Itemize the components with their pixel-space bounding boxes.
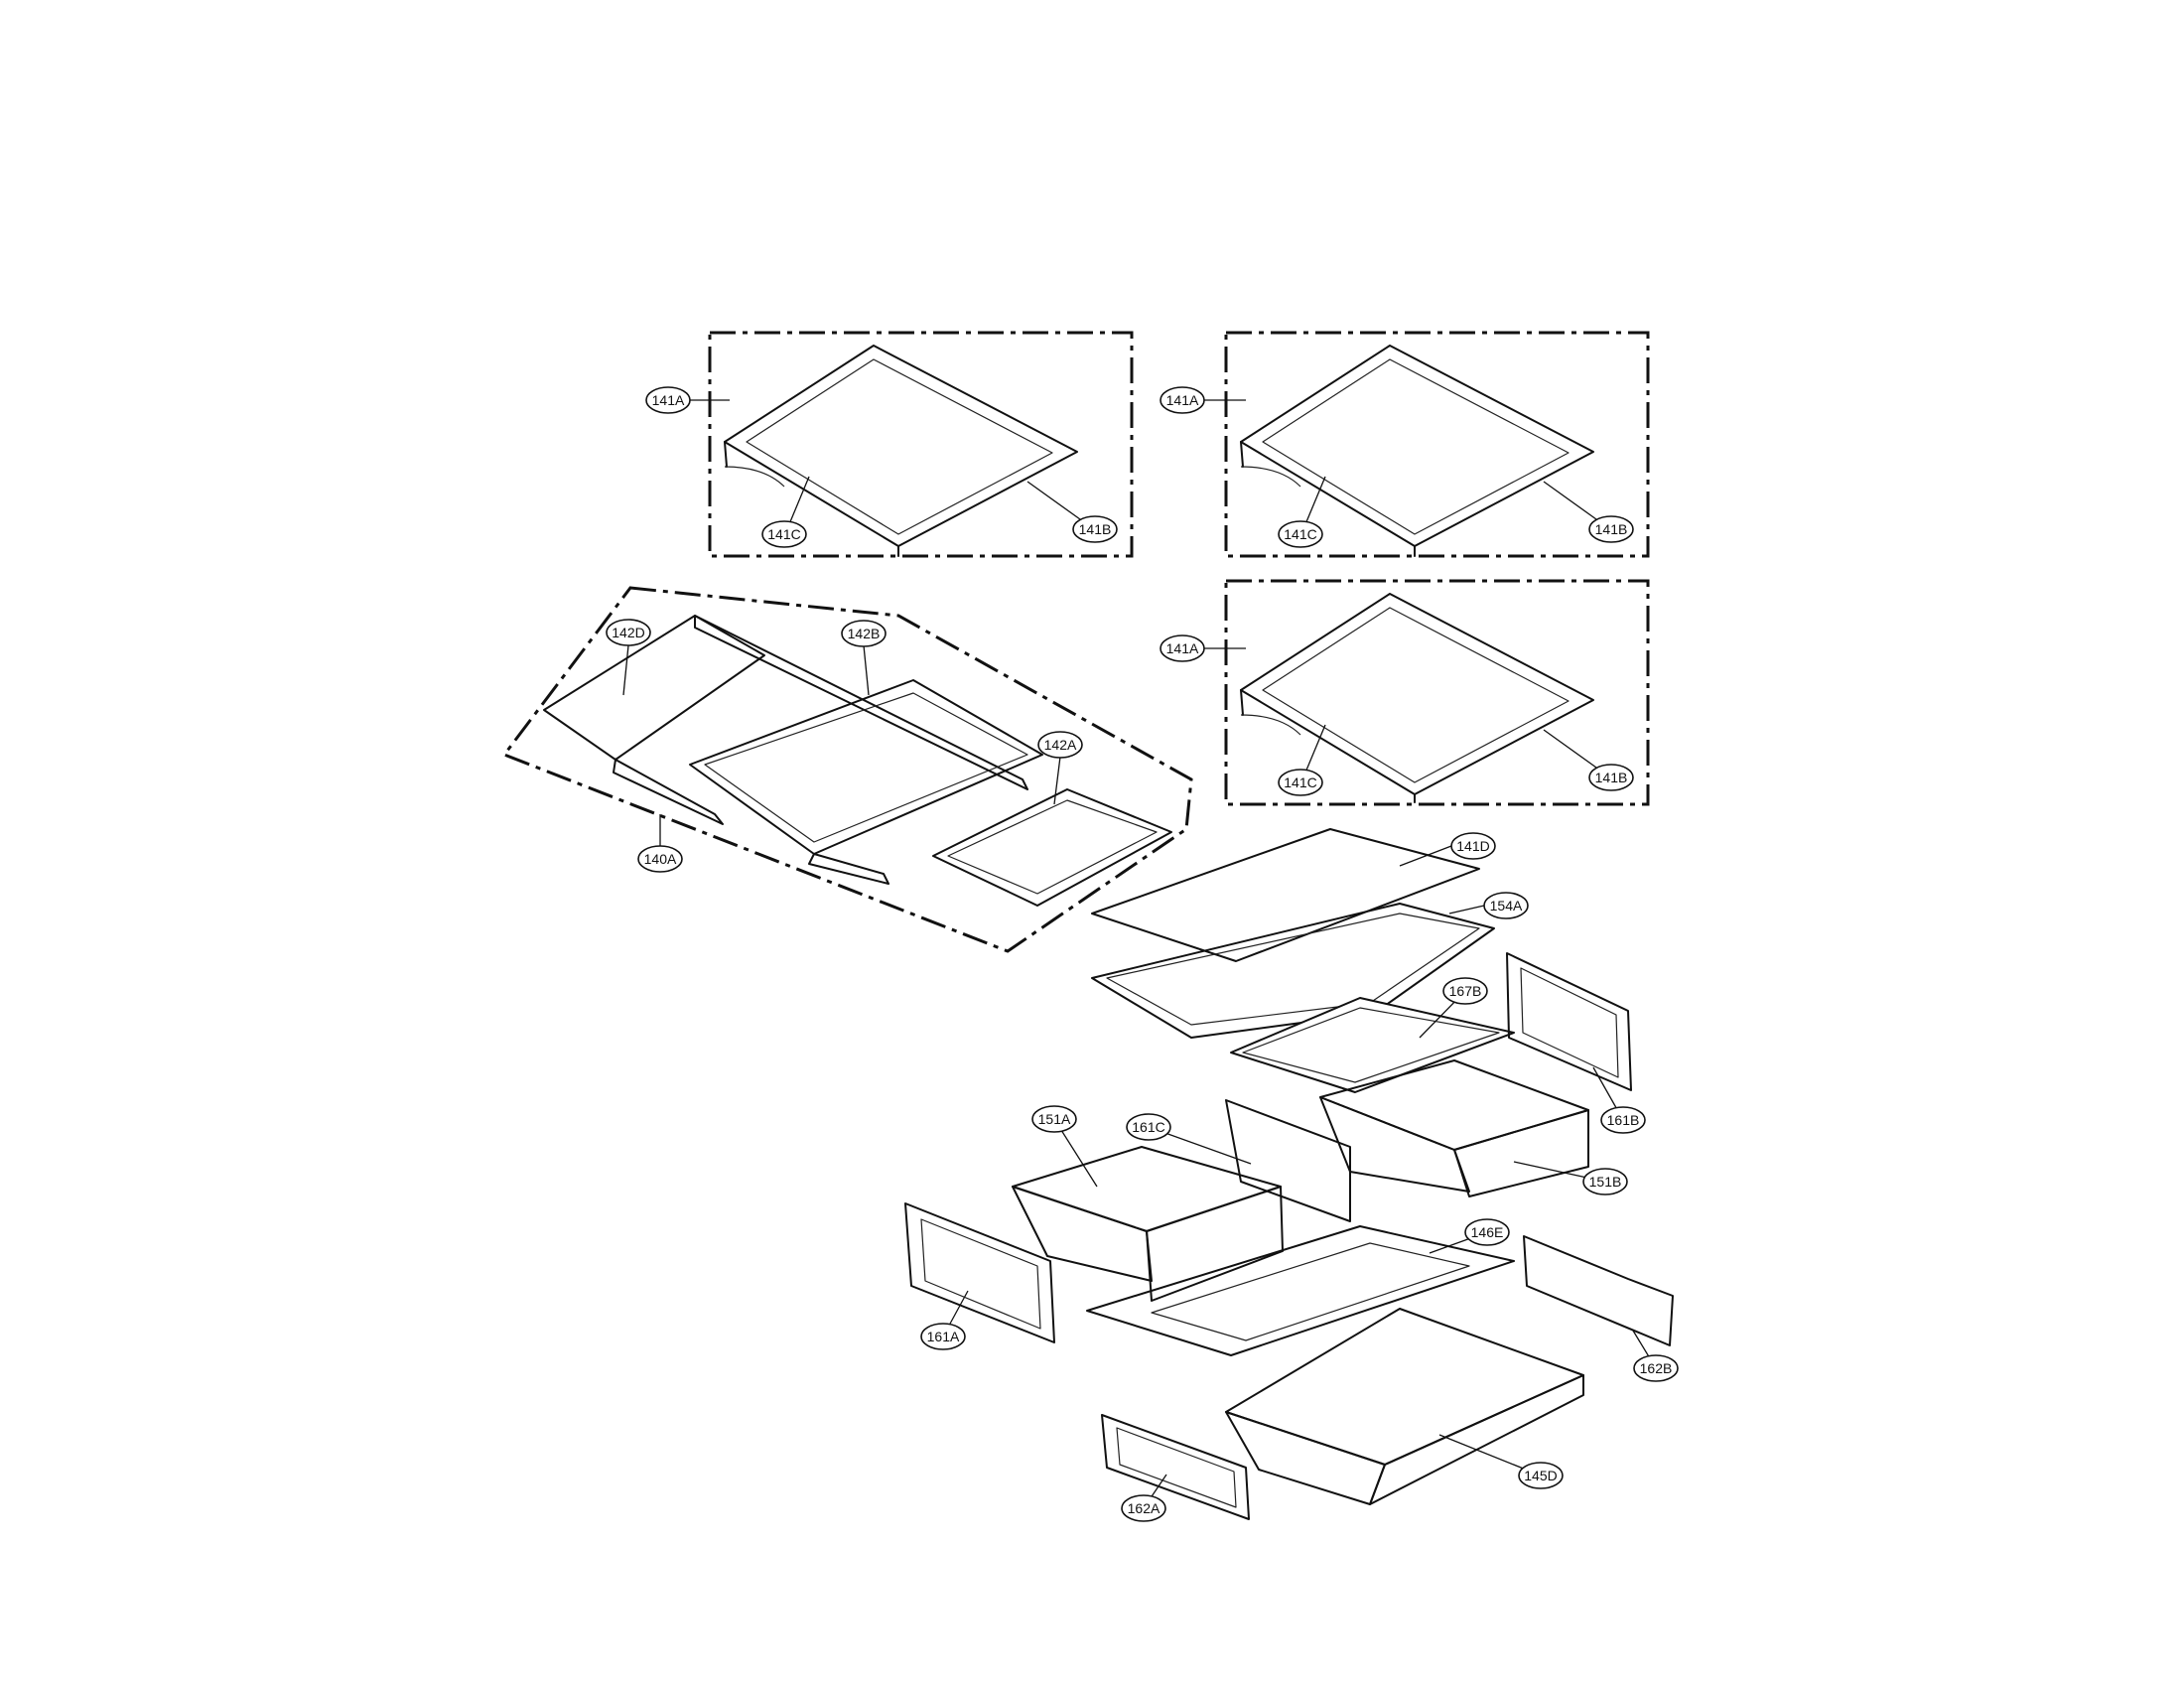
svg-text:142A: 142A bbox=[1044, 737, 1077, 753]
callout-151A: 151A bbox=[1031, 1105, 1077, 1133]
glass-cover-141D bbox=[1091, 828, 1480, 962]
glass-shelf-142A bbox=[932, 788, 1172, 907]
svg-text:141C: 141C bbox=[1284, 526, 1316, 542]
svg-text:151B: 151B bbox=[1589, 1174, 1622, 1190]
callout-141B: 141B bbox=[1588, 764, 1634, 791]
callout-146E: 146E bbox=[1464, 1218, 1510, 1246]
callout-142A: 142A bbox=[1037, 731, 1083, 759]
rail-161A bbox=[904, 1202, 1055, 1343]
group-box-sliding-shelf bbox=[501, 586, 1193, 953]
rail-162A bbox=[1101, 1414, 1250, 1520]
svg-text:154A: 154A bbox=[1490, 898, 1523, 914]
svg-text:141A: 141A bbox=[652, 392, 685, 408]
shelf-assembly-2 bbox=[1240, 345, 1594, 557]
svg-text:140A: 140A bbox=[644, 851, 677, 867]
callout-142D: 142D bbox=[606, 619, 651, 646]
rail-161B bbox=[1506, 952, 1632, 1091]
rail-162B bbox=[1523, 1235, 1674, 1346]
svg-text:161C: 161C bbox=[1132, 1119, 1164, 1135]
group-box-shelf-3 bbox=[1224, 579, 1650, 806]
callout-162A: 162A bbox=[1121, 1494, 1166, 1522]
callout-162B: 162B bbox=[1633, 1354, 1679, 1382]
svg-text:145D: 145D bbox=[1524, 1468, 1557, 1483]
callout-142B: 142B bbox=[841, 620, 887, 647]
svg-text:162A: 162A bbox=[1128, 1500, 1160, 1516]
svg-text:161A: 161A bbox=[927, 1329, 960, 1344]
bottom-drawer-145D bbox=[1225, 1308, 1584, 1505]
callout-141A: 141A bbox=[1160, 386, 1205, 414]
callout-141A: 141A bbox=[645, 386, 691, 414]
svg-text:142D: 142D bbox=[612, 625, 644, 640]
crisper-drawer-151A bbox=[1012, 1146, 1284, 1302]
callout-141C: 141C bbox=[1278, 769, 1323, 796]
callout-161C: 161C bbox=[1126, 1113, 1171, 1141]
callout-154A: 154A bbox=[1483, 892, 1529, 919]
callout-141B: 141B bbox=[1072, 515, 1118, 543]
crisper-lid-167B bbox=[1230, 997, 1515, 1093]
group-box-shelf-1 bbox=[708, 331, 1134, 558]
callout-141B: 141B bbox=[1588, 515, 1634, 543]
svg-text:167B: 167B bbox=[1449, 983, 1482, 999]
callout-151B: 151B bbox=[1582, 1168, 1628, 1196]
svg-text:141C: 141C bbox=[767, 526, 800, 542]
svg-text:161B: 161B bbox=[1607, 1112, 1640, 1128]
divider-161C bbox=[1225, 1099, 1351, 1222]
svg-text:141C: 141C bbox=[1284, 774, 1316, 790]
sliding-shelf-rails bbox=[543, 615, 1043, 885]
svg-text:141A: 141A bbox=[1166, 392, 1199, 408]
svg-text:151A: 151A bbox=[1038, 1111, 1071, 1127]
callout-141A: 141A bbox=[1160, 634, 1205, 662]
svg-text:141D: 141D bbox=[1456, 838, 1489, 854]
drawer-shelf-146E bbox=[1086, 1225, 1515, 1356]
svg-text:141A: 141A bbox=[1166, 640, 1199, 656]
group-box-shelf-2 bbox=[1224, 331, 1650, 558]
callout-145D: 145D bbox=[1518, 1462, 1564, 1489]
callout-141D: 141D bbox=[1450, 832, 1496, 860]
shelf-assembly-3 bbox=[1240, 593, 1594, 803]
callout-140A: 140A bbox=[637, 845, 683, 873]
svg-text:146E: 146E bbox=[1471, 1224, 1504, 1240]
shelf-assembly-1 bbox=[724, 345, 1078, 557]
crisper-cover-frame-154A bbox=[1091, 903, 1495, 1039]
svg-text:142B: 142B bbox=[848, 626, 881, 641]
callout-161A: 161A bbox=[920, 1323, 966, 1350]
callout-141C: 141C bbox=[1278, 520, 1323, 548]
svg-text:141B: 141B bbox=[1595, 770, 1628, 785]
svg-text:162B: 162B bbox=[1640, 1360, 1673, 1376]
callout-161B: 161B bbox=[1600, 1106, 1646, 1134]
svg-text:141B: 141B bbox=[1079, 521, 1112, 537]
svg-text:141B: 141B bbox=[1595, 521, 1628, 537]
crisper-drawer-151B bbox=[1319, 1059, 1589, 1197]
callout-141C: 141C bbox=[761, 520, 807, 548]
callout-167B: 167B bbox=[1442, 977, 1488, 1005]
